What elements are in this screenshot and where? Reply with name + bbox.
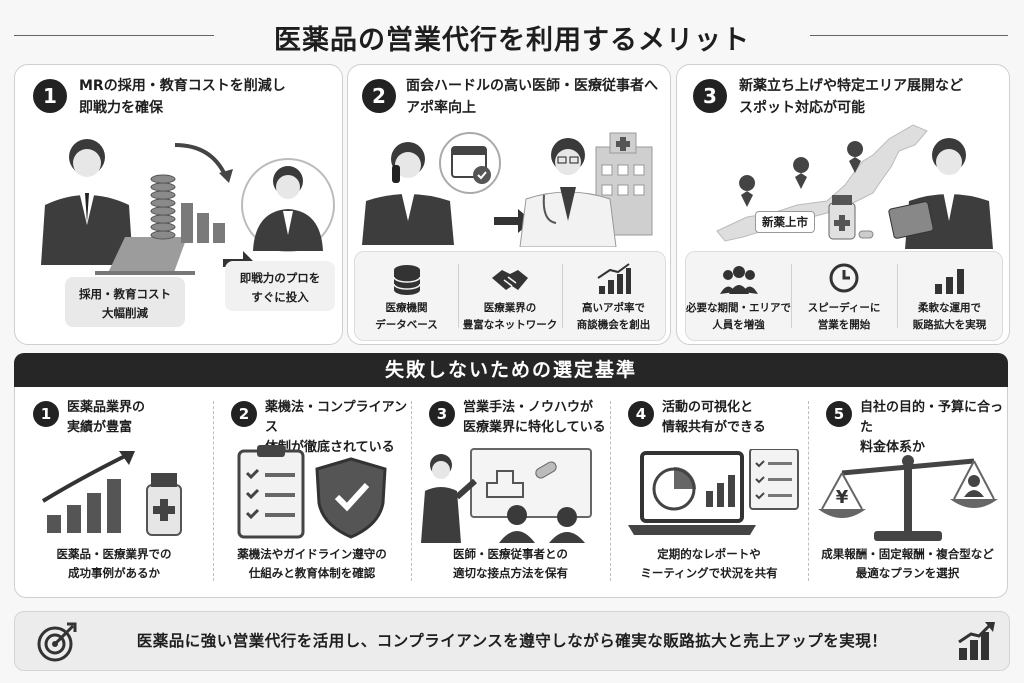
merit-number-1: 1	[33, 79, 67, 113]
coin-stack-icon	[150, 174, 176, 240]
footer-message: 医薬品に強い営業代行を活用し、コンプライアンスを遵守しながら確実な販路拡大と売上…	[136, 632, 888, 650]
divider	[562, 264, 563, 328]
merit-number-2: 2	[362, 79, 396, 113]
footer-banner: 医薬品に強い営業代行を活用し、コンプライアンスを遵守しながら確実な販路拡大と売上…	[14, 611, 1010, 671]
merit-panel-2: 2 面会ハードルの高い医師・医療従事者へ アポ率向上	[347, 64, 671, 345]
database-icon	[393, 265, 421, 295]
professional-circle-icon	[241, 158, 335, 252]
divider	[897, 264, 898, 328]
criteria-panel: 1 医薬品業界の 実績が豊富 医薬品・医療業界での 成功事例があるか 2 薬機法…	[14, 387, 1008, 598]
target-icon	[37, 622, 77, 662]
criterion-heading: 活動の可視化と 情報共有ができる	[662, 400, 766, 435]
criterion-5: 5 自社の目的・予算に合った 料金体系か ¥ 成果報酬・固定報酬・複合型など 最…	[808, 387, 1007, 597]
criteria-title: 失敗しないための選定基準	[14, 353, 1008, 387]
growth-chart-icon	[958, 622, 995, 660]
merit2-feature-row: 医療機関 データベース 医療業界の 豊富なネットワーク 高いアポ率で 商談機会を…	[354, 251, 666, 341]
criterion-4: 4 活動の可視化と 情報共有ができる 定期的なレポートや ミーティングで状況を共…	[610, 387, 808, 597]
criterion-3: 3 営業手法・ノウハウが 医療業界に特化している 医師・医療従事者との 適切な接…	[411, 387, 610, 597]
criterion-description: 医師・医療従事者との 適切な接点方法を保有	[453, 547, 568, 580]
merit-number-3: 3	[693, 79, 727, 113]
merit-heading-1: MRの採用・教育コストを削減し 即戦力を確保	[79, 78, 286, 116]
page-header: 医薬品の営業代行を利用するメリット	[0, 8, 1024, 60]
criterion-number: 4	[628, 401, 654, 427]
appointment-illustration	[362, 132, 653, 247]
title-rule-right	[810, 35, 1008, 36]
criterion-heading: 医薬品業界の 実績が豊富	[67, 400, 146, 435]
feature-label: スピーディーに 営業を開始	[807, 302, 881, 331]
growth-chart-icon	[597, 263, 631, 294]
balance-scale-icon: ¥	[818, 455, 998, 541]
criterion-1: 1 医薬品業界の 実績が豊富 医薬品・医療業界での 成功事例があるか	[15, 387, 213, 597]
instant-pro-label: 即戦力のプロを すぐに投入	[225, 261, 335, 311]
criterion-number: 3	[429, 401, 455, 427]
page-title: 医薬品の営業代行を利用するメリット	[258, 25, 766, 56]
svg-text:¥: ¥	[836, 487, 849, 508]
map-pin-icon	[739, 141, 864, 207]
feature-staffing: 必要な期間・エリアで 人員を増強	[686, 252, 791, 340]
businessman-laptop-icon	[41, 139, 195, 275]
decreasing-bars-icon	[181, 203, 225, 243]
new-drug-launch-label: 新薬上市	[755, 211, 815, 233]
laptop-report-icon	[628, 449, 799, 535]
merit-heading-2: 面会ハードルの高い医師・医療従事者へ アポ率向上	[406, 78, 658, 116]
businessman-phone-icon	[362, 142, 454, 245]
feature-speed: スピーディーに 営業を開始	[791, 252, 897, 340]
criterion-2: 2 薬機法・コンプライアンス 体制が徹底されている 薬機法やガイドライン遵守の …	[213, 387, 411, 597]
criterion-number: 5	[826, 401, 852, 427]
criterion-number: 2	[231, 401, 257, 427]
feature-label: 必要な期間・エリアで 人員を増強	[686, 302, 791, 331]
criterion-description: 薬機法やガイドライン遵守の 仕組みと教育体制を確認	[237, 547, 387, 580]
medicine-bottle-icon	[828, 195, 856, 240]
criterion-description: 成果報酬・固定報酬・複合型など 最適なプランを選択	[821, 547, 994, 580]
handshake-icon	[492, 270, 528, 290]
calendar-bubble-icon	[439, 132, 501, 194]
merit-panel-1: 1 MRの採用・教育コストを削減し 即戦力を確保	[14, 64, 343, 345]
cost-reduction-label: 採用・教育コスト 大幅削減	[65, 277, 185, 327]
feature-database: 医療機関 データベース	[355, 252, 458, 340]
businessman-tablet-icon	[888, 138, 993, 249]
feature-label: 柔軟な運用で 販路拡大を実現	[912, 302, 987, 331]
feature-label: 医療業界の 豊富なネットワーク	[462, 302, 558, 331]
criterion-number: 1	[33, 401, 59, 427]
merit-heading-3: 新薬立ち上げや特定エリア展開など スポット対応が可能	[739, 78, 963, 116]
feature-expansion: 柔軟な運用で 販路拡大を実現	[897, 252, 1002, 340]
divider	[610, 401, 611, 581]
divider	[458, 264, 459, 328]
divider	[213, 401, 214, 581]
divider	[791, 264, 792, 328]
pill-icon	[858, 230, 874, 239]
feature-label: 高いアポ率で 商談機会を創出	[576, 302, 651, 331]
divider	[411, 401, 412, 581]
criterion-heading: 営業手法・ノウハウが 医療業界に特化している	[463, 400, 606, 435]
presentation-icon	[421, 448, 592, 543]
bar-chart-icon	[935, 269, 964, 294]
clock-icon	[829, 263, 859, 293]
feature-network: 医療業界の 豊富なネットワーク	[458, 252, 562, 340]
merit-panel-3: 3 新薬立ち上げや特定エリア展開など スポット対応が可能 新薬上市	[676, 64, 1010, 345]
feature-appointment-rate: 高いアポ率で 商談機会を創出	[562, 252, 665, 340]
criterion-description: 定期的なレポートや ミーティングで状況を共有	[640, 547, 778, 580]
merit3-feature-row: 必要な期間・エリアで 人員を増強 スピーディーに 営業を開始 柔軟な運用で 販路…	[685, 251, 1003, 341]
criterion-heading: 薬機法・コンプライアンス 体制が徹底されている	[265, 400, 408, 455]
down-arrow-icon	[174, 143, 227, 176]
divider	[808, 401, 809, 581]
title-rule-left	[14, 35, 214, 36]
recruitment-cost-illustration	[41, 139, 335, 275]
criterion-description: 医薬品・医療業界での 成功事例があるか	[56, 547, 172, 580]
doctor-icon	[519, 138, 617, 247]
team-icon	[720, 266, 758, 294]
criterion-heading: 自社の目的・予算に合った 料金体系か	[860, 400, 1004, 455]
growth-bars-medicine-icon	[41, 451, 182, 536]
feature-label: 医療機関 データベース	[375, 302, 438, 331]
checklist-shield-icon	[237, 445, 387, 539]
japan-map-illustration	[716, 124, 993, 249]
